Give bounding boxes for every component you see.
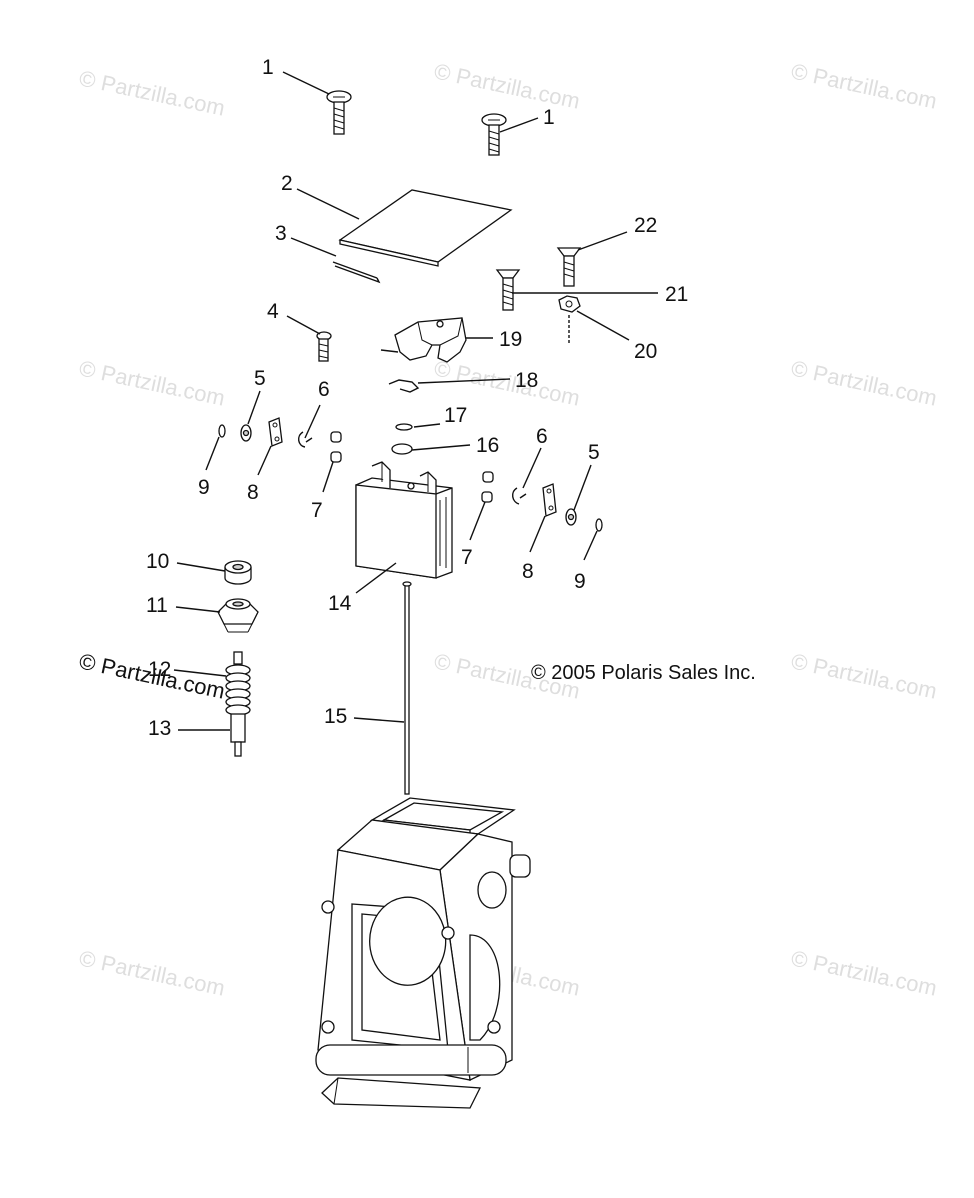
callout-5: 5 bbox=[588, 441, 600, 464]
callout-15: 15 bbox=[324, 705, 347, 728]
callout-11: 11 bbox=[146, 594, 168, 617]
callout-6: 6 bbox=[318, 378, 330, 401]
watermark: © Partzilla.com bbox=[789, 648, 939, 703]
callout-9: 9 bbox=[198, 476, 210, 499]
disc-16 bbox=[391, 443, 413, 455]
callout-labels: 1 1 2 3 22 21 4 19 20 18 5 6 17 16 6 5 9… bbox=[146, 56, 688, 740]
screw-1-right bbox=[481, 113, 507, 156]
callout-14: 14 bbox=[328, 592, 352, 615]
watermark: © Partzilla.com bbox=[789, 355, 939, 410]
clip-18 bbox=[388, 379, 420, 393]
watermark: © Partzilla.com bbox=[77, 945, 227, 1000]
watermark: © Partzilla.com bbox=[432, 58, 582, 113]
callout-2: 2 bbox=[281, 172, 293, 195]
callout-1: 1 bbox=[543, 106, 555, 129]
callout-5: 5 bbox=[254, 367, 266, 390]
callout-1: 1 bbox=[262, 56, 274, 79]
callout-22: 22 bbox=[634, 214, 657, 237]
screw-1-left bbox=[326, 90, 352, 135]
cover-plate bbox=[338, 189, 513, 267]
screw-4 bbox=[316, 331, 332, 362]
callout-20: 20 bbox=[634, 340, 657, 363]
small-parts-right bbox=[481, 471, 603, 532]
callout-9: 9 bbox=[574, 570, 586, 593]
throttle-slide-14 bbox=[355, 461, 453, 579]
callout-19: 19 bbox=[499, 328, 522, 351]
carburetor-body bbox=[315, 797, 531, 1109]
watermark: © Partzilla.com bbox=[77, 65, 227, 120]
pin-17 bbox=[395, 423, 413, 431]
callout-4: 4 bbox=[267, 300, 279, 323]
spring-12 bbox=[225, 651, 251, 716]
callout-7: 7 bbox=[461, 546, 473, 569]
watermark: © Partzilla.com bbox=[77, 355, 227, 410]
callout-6: 6 bbox=[536, 425, 548, 448]
screw-22 bbox=[556, 247, 582, 287]
callout-18: 18 bbox=[515, 369, 538, 392]
needle-15 bbox=[402, 581, 412, 795]
callout-13: 13 bbox=[148, 717, 171, 740]
callout-17: 17 bbox=[444, 404, 467, 427]
callout-3: 3 bbox=[275, 222, 287, 245]
callout-10: 10 bbox=[146, 550, 169, 573]
washer-10 bbox=[224, 560, 252, 585]
copyright-notice: © 2005 Polaris Sales Inc. bbox=[531, 662, 756, 684]
screw-13 bbox=[230, 713, 246, 757]
bracket-19 bbox=[380, 317, 467, 363]
small-parts-left bbox=[218, 417, 342, 463]
leader-lines bbox=[173, 71, 658, 731]
callout-8: 8 bbox=[247, 481, 259, 504]
screw-21 bbox=[495, 269, 521, 311]
watermark: © Partzilla.com bbox=[432, 355, 582, 410]
nut-20 bbox=[558, 295, 581, 345]
watermark: © Partzilla.com bbox=[789, 58, 939, 113]
gasket bbox=[332, 261, 381, 284]
nut-11 bbox=[217, 598, 259, 633]
callout-16: 16 bbox=[476, 434, 499, 457]
callout-7: 7 bbox=[311, 499, 323, 522]
callout-21: 21 bbox=[665, 283, 688, 306]
callout-12: 12 bbox=[148, 658, 171, 681]
watermark: © Partzilla.com bbox=[789, 945, 939, 1000]
callout-8: 8 bbox=[522, 560, 534, 583]
